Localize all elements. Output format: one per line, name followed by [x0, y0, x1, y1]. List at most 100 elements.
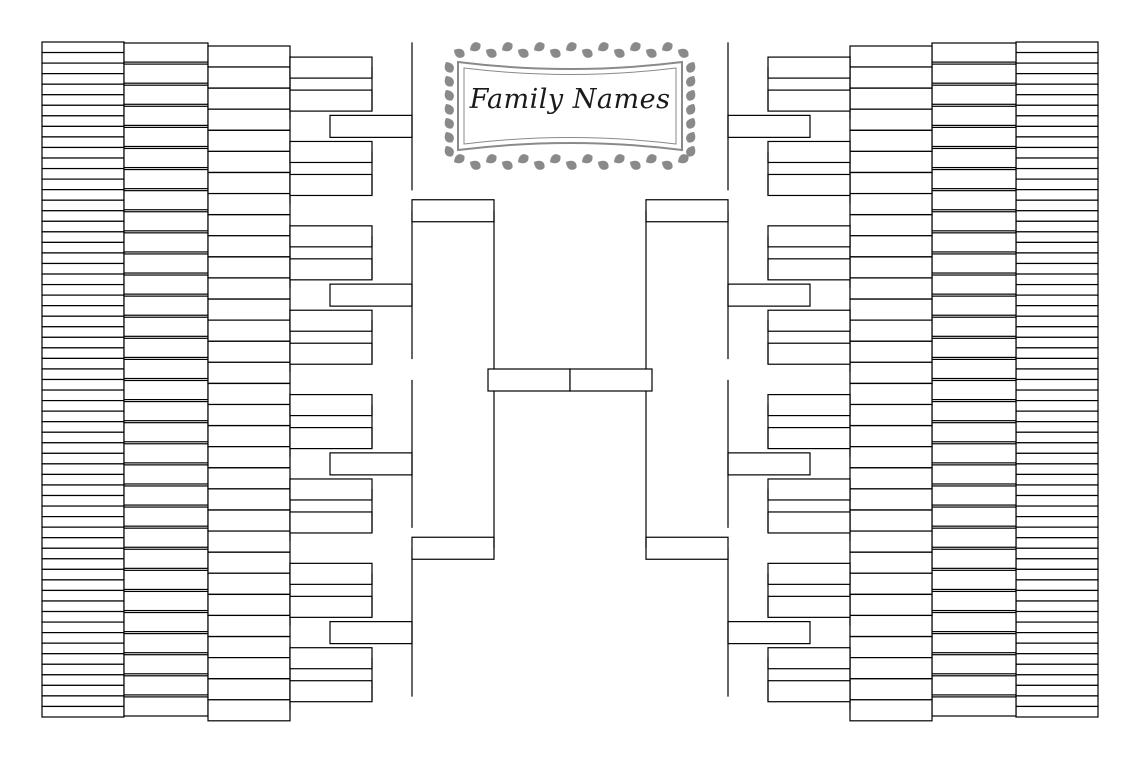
name-slot-gen6[interactable] — [1015, 326, 1099, 338]
name-slot-gen3[interactable] — [289, 309, 373, 332]
name-slot-gen6[interactable] — [41, 684, 125, 697]
name-slot-gen5[interactable] — [123, 675, 209, 696]
name-slot-gen3[interactable] — [767, 225, 851, 248]
name-slot-gen6[interactable] — [1015, 136, 1099, 149]
name-slot-gen6[interactable] — [1015, 336, 1099, 349]
name-slot-gen6[interactable] — [41, 104, 125, 117]
name-slot-gen5[interactable] — [123, 42, 209, 63]
name-slot-gen4[interactable] — [849, 636, 933, 659]
name-slot-gen5[interactable] — [123, 527, 209, 548]
name-slot-gen6[interactable] — [1015, 389, 1099, 402]
name-slot-gen6[interactable] — [41, 146, 125, 159]
name-slot-gen6[interactable] — [41, 610, 125, 623]
name-slot-gen5[interactable] — [931, 316, 1017, 337]
name-slot-gen6[interactable] — [41, 252, 125, 265]
name-slot-gen6[interactable] — [1015, 695, 1099, 708]
name-slot-gen3[interactable] — [767, 426, 851, 450]
name-slot-gen6[interactable] — [41, 136, 125, 149]
name-slot-gen4[interactable] — [849, 171, 933, 195]
name-slot-gen6[interactable] — [1015, 537, 1099, 549]
name-slot-gen6[interactable] — [41, 347, 125, 360]
name-slot-gen6[interactable] — [41, 125, 125, 138]
name-slot-gen4[interactable] — [207, 382, 291, 406]
name-slot-gen4[interactable] — [849, 45, 933, 68]
name-slot-gen4[interactable] — [207, 699, 291, 722]
name-slot-gen6[interactable] — [41, 558, 125, 570]
name-slot-gen6[interactable] — [41, 494, 125, 507]
name-slot-gen6[interactable] — [41, 368, 125, 381]
name-slot-gen6[interactable] — [1015, 273, 1099, 286]
name-slot-gen5[interactable] — [123, 316, 209, 337]
name-slot-gen6[interactable] — [41, 189, 125, 201]
name-slot-gen6[interactable] — [1015, 189, 1099, 201]
name-slot-gen3[interactable] — [289, 426, 373, 450]
name-slot-gen5[interactable] — [123, 485, 209, 506]
name-slot-gen5[interactable] — [931, 168, 1017, 190]
name-slot-gen6[interactable] — [41, 283, 125, 296]
name-slot-gen6[interactable] — [1015, 115, 1099, 127]
name-slot-gen6[interactable] — [1015, 610, 1099, 623]
name-slot-gen6[interactable] — [1015, 125, 1099, 138]
name-slot-gen6[interactable] — [1015, 94, 1099, 106]
name-slot-gen4[interactable] — [207, 256, 291, 279]
name-slot-gen4[interactable] — [849, 488, 933, 511]
name-slot-gen6[interactable] — [41, 526, 125, 539]
name-slot-gen5[interactable] — [931, 358, 1017, 380]
name-slot-gen4[interactable] — [207, 636, 291, 659]
name-slot-gen4[interactable] — [207, 298, 291, 321]
name-slot-gen6[interactable] — [1015, 378, 1099, 391]
name-slot-gen6[interactable] — [1015, 41, 1099, 54]
name-slot-gen5[interactable] — [931, 126, 1017, 148]
name-slot-gen6[interactable] — [41, 231, 125, 243]
name-slot-gen4[interactable] — [849, 256, 933, 279]
name-slot-gen4[interactable] — [207, 488, 291, 511]
name-slot-gen5[interactable] — [931, 611, 1017, 633]
name-slot-gen6[interactable] — [41, 305, 125, 317]
name-slot-gen4[interactable] — [849, 551, 933, 574]
name-slot-gen4[interactable] — [207, 446, 291, 469]
name-slot-gen6[interactable] — [41, 51, 125, 64]
name-slot-gen4[interactable] — [207, 277, 291, 300]
name-slot-gen6[interactable] — [41, 600, 125, 613]
name-slot-gen6[interactable] — [41, 642, 125, 655]
name-slot-gen3[interactable] — [767, 595, 851, 618]
name-slot-gen6[interactable] — [1015, 73, 1099, 85]
name-slot-gen5[interactable] — [931, 274, 1017, 295]
name-slot-gen5[interactable] — [123, 569, 209, 591]
name-slot-gen3[interactable] — [289, 647, 373, 670]
name-slot-gen6[interactable] — [1015, 305, 1099, 317]
name-slot-gen4[interactable] — [849, 403, 933, 427]
name-slot-gen5[interactable] — [931, 105, 1017, 126]
name-slot-gen6[interactable] — [1015, 83, 1099, 96]
name-slot-gen4[interactable] — [849, 277, 933, 300]
name-slot-gen6[interactable] — [41, 537, 125, 549]
name-slot-gen4[interactable] — [207, 657, 291, 680]
name-slot-gen4[interactable] — [207, 467, 291, 490]
name-slot-gen6[interactable] — [1015, 684, 1099, 697]
name-slot-gen4[interactable] — [207, 572, 291, 595]
name-slot-gen4[interactable] — [207, 509, 291, 532]
name-slot-gen2[interactable] — [329, 114, 413, 138]
name-slot-gen4[interactable] — [207, 425, 291, 448]
name-slot-gen2[interactable] — [727, 114, 811, 138]
name-slot-gen5[interactable] — [931, 295, 1017, 316]
name-slot-gen4[interactable] — [849, 593, 933, 617]
name-slot-gen5[interactable] — [123, 548, 209, 569]
name-slot-gen5[interactable] — [931, 379, 1017, 401]
name-slot-gen6[interactable] — [41, 315, 125, 328]
name-slot-gen4[interactable] — [849, 129, 933, 152]
name-slot-gen3[interactable] — [289, 225, 373, 248]
name-slot-gen5[interactable] — [931, 548, 1017, 569]
name-slot-gen5[interactable] — [123, 590, 209, 612]
root-name-slot[interactable] — [569, 368, 653, 392]
name-slot-gen3[interactable] — [767, 173, 851, 197]
name-slot-gen4[interactable] — [849, 382, 933, 406]
name-slot-gen3[interactable] — [767, 89, 851, 112]
name-slot-gen5[interactable] — [931, 464, 1017, 485]
name-slot-gen5[interactable] — [123, 253, 209, 274]
name-slot-gen5[interactable] — [123, 696, 209, 717]
name-slot-gen6[interactable] — [41, 674, 125, 686]
name-slot-gen5[interactable] — [123, 379, 209, 401]
name-slot-gen2[interactable] — [329, 452, 413, 476]
name-slot-gen6[interactable] — [1015, 368, 1099, 381]
